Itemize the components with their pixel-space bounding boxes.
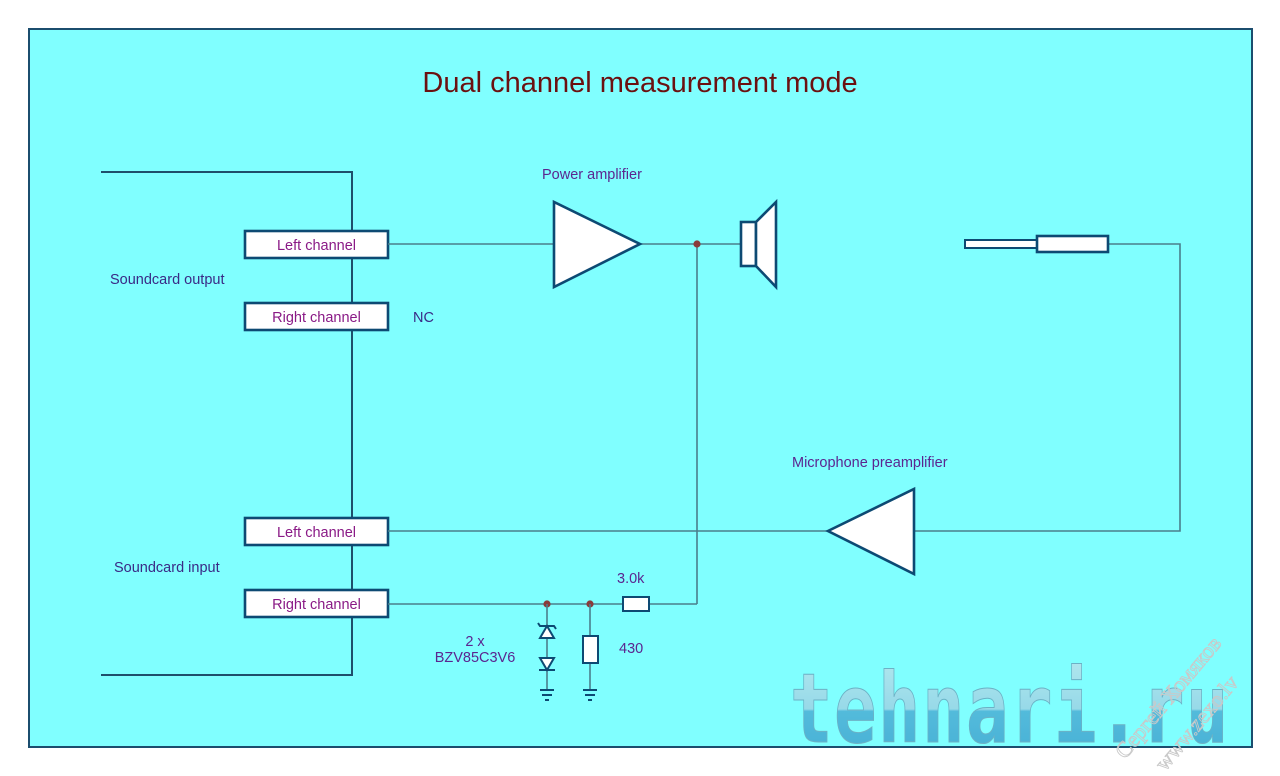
output-left-channel-port: Left channel: [243, 229, 390, 260]
tehnari-logo-watermark: tehnari.ru: [790, 653, 1230, 765]
output-right-channel-port: Right channel: [243, 301, 390, 332]
series-resistor-symbol: [622, 596, 650, 612]
microphone-preamplifier-label: Microphone preamplifier: [792, 455, 948, 471]
input-right-channel-port: Right channel: [243, 588, 390, 619]
junction-dot: [693, 240, 701, 248]
shunt-resistor-symbol: [582, 604, 599, 690]
input-left-channel-label: Left channel: [277, 525, 356, 541]
power-amplifier-symbol: [552, 199, 643, 290]
nc-label: NC: [413, 310, 434, 326]
power-amplifier-label: Power amplifier: [542, 167, 642, 183]
speaker-icon: [739, 198, 778, 291]
output-right-channel-label: Right channel: [272, 310, 361, 326]
soundcard-input-bracket: [101, 340, 353, 676]
series-resistor-value: 3.0k: [617, 571, 645, 587]
zener-diodes-symbol: [537, 604, 557, 690]
input-left-channel-port: Left channel: [243, 516, 390, 547]
zener-part-label: BZV85C3V6: [435, 650, 516, 666]
diagram-panel: [28, 28, 1253, 748]
soundcard-input-label: Soundcard input: [114, 560, 220, 576]
zener-count-label: 2 x: [465, 634, 485, 650]
ground-icon: [540, 689, 554, 701]
soundcard-output-bracket: [101, 171, 353, 340]
input-right-channel-label: Right channel: [272, 597, 361, 613]
shunt-resistor-value: 430: [619, 641, 643, 657]
microphone-icon: [964, 234, 1110, 254]
diagram-title: Dual channel measurement mode: [422, 67, 857, 99]
wire-mic-to-preamp: [914, 243, 1181, 532]
output-left-channel-label: Left channel: [277, 238, 356, 254]
microphone-preamplifier-symbol: [825, 486, 916, 577]
ground-icon: [583, 689, 597, 701]
soundcard-output-label: Soundcard output: [110, 272, 224, 288]
